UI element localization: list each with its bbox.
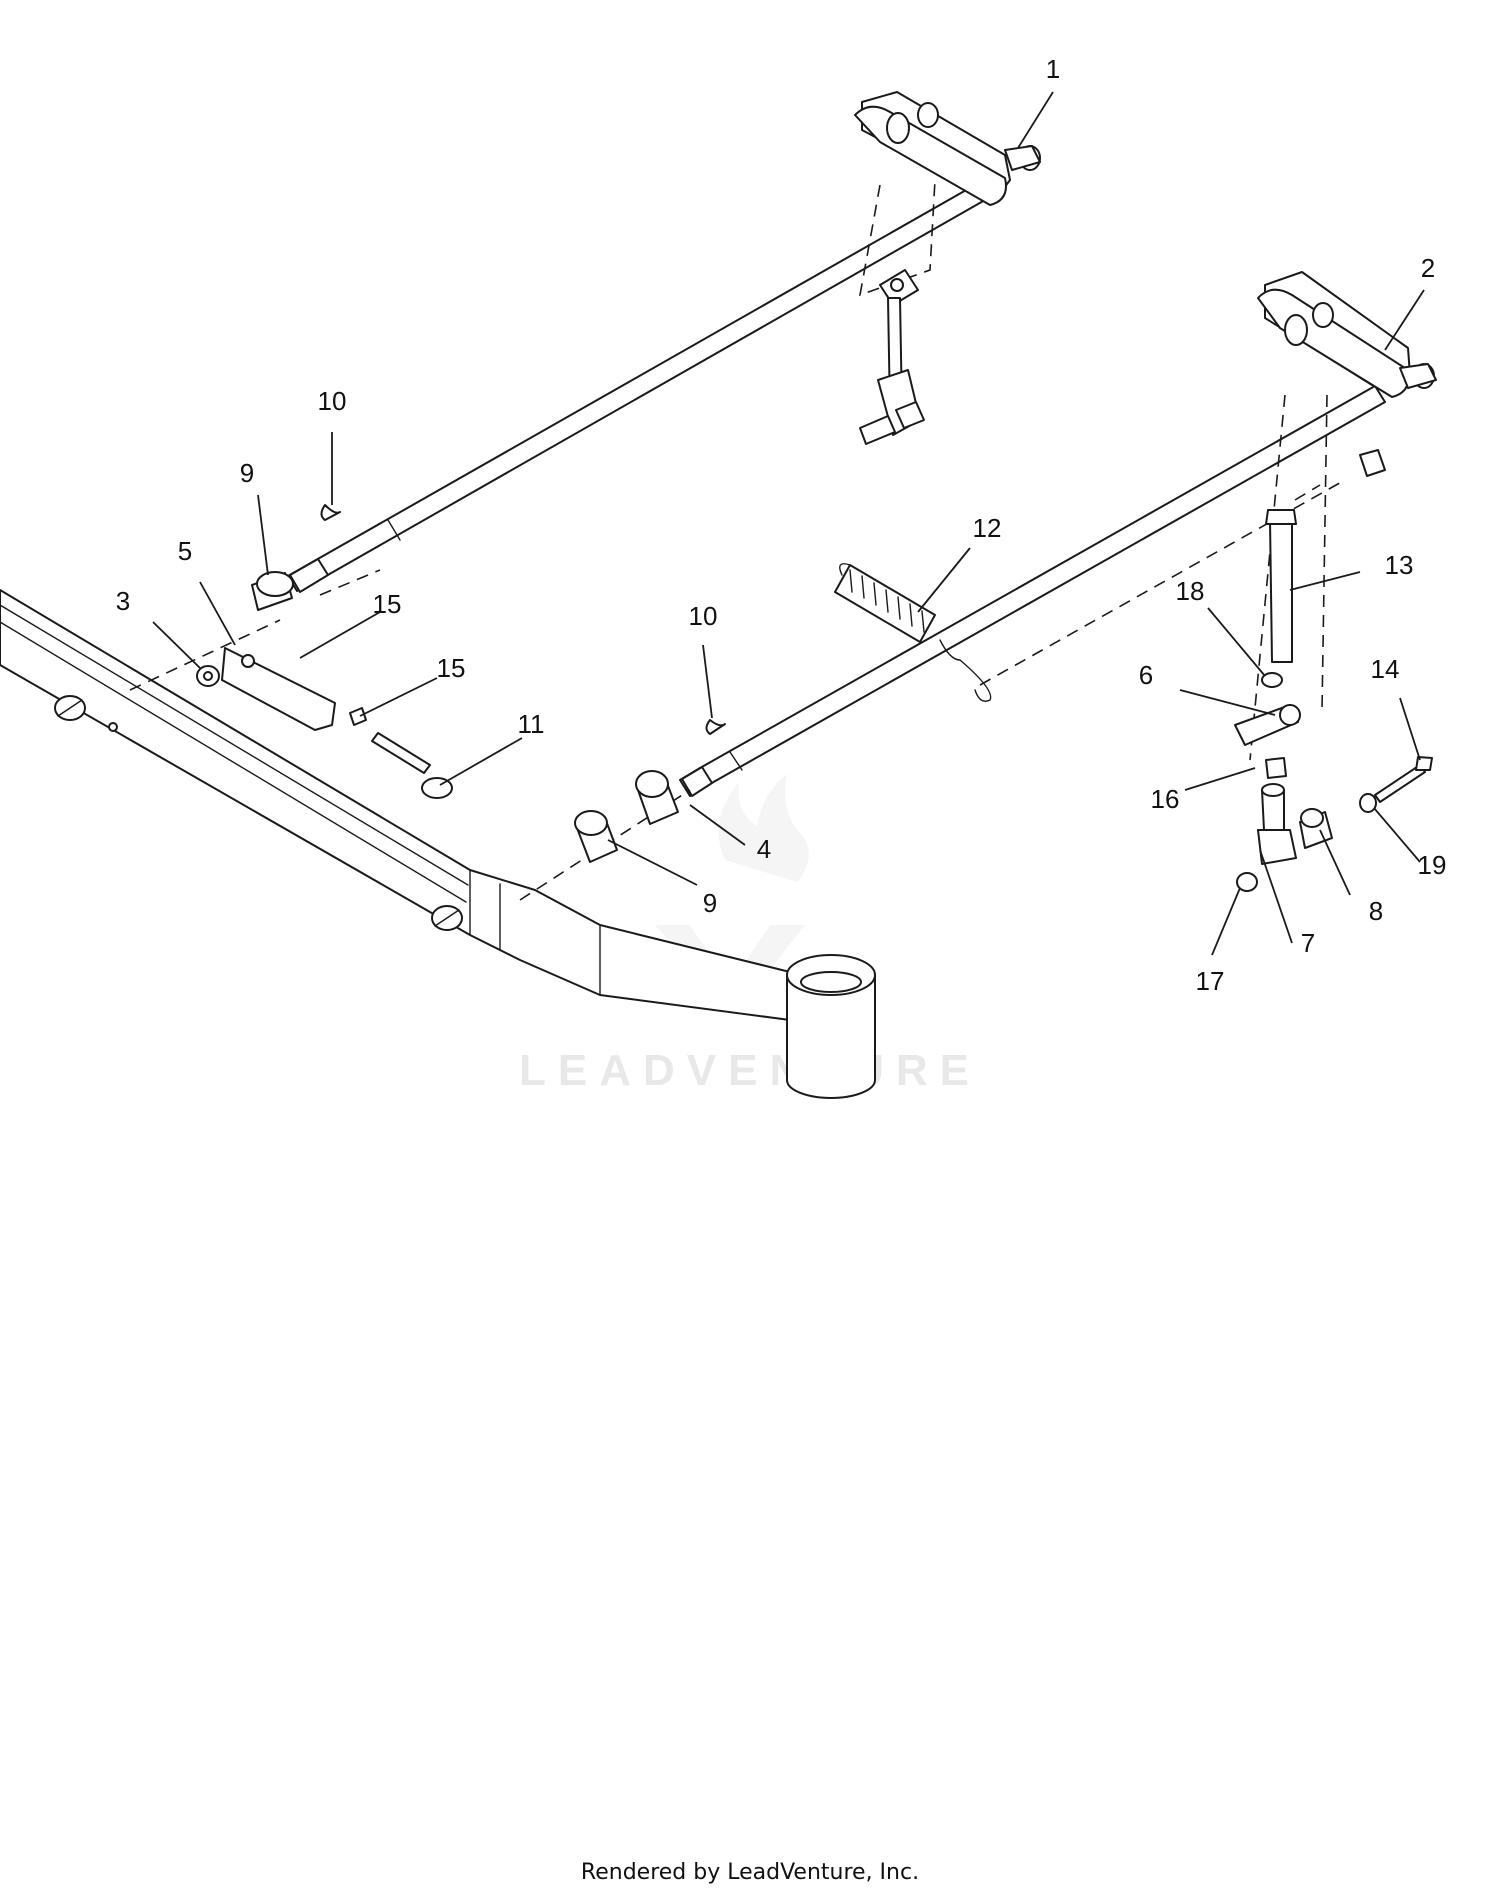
- right-small-parts: [1234, 509, 1433, 892]
- callout-19: 19: [1418, 850, 1447, 880]
- callout-15-upper: 15: [373, 589, 402, 619]
- callout-1: 1: [1046, 54, 1060, 84]
- callout-11: 11: [518, 709, 545, 739]
- callout-10-lower: 10: [689, 601, 718, 631]
- left-small-parts: [196, 504, 726, 799]
- callout-16: 16: [1151, 784, 1180, 814]
- callout-9-upper: 9: [240, 458, 254, 488]
- callout-7: 7: [1301, 928, 1315, 958]
- bushings: [574, 770, 679, 863]
- frame-bar: [0, 589, 876, 1099]
- callout-14: 14: [1371, 654, 1400, 684]
- spring: [834, 563, 992, 702]
- callout-13: 13: [1385, 550, 1414, 580]
- footer-credit: Rendered by LeadVenture, Inc.: [580, 1860, 920, 1885]
- callout-15-lower: 15: [437, 653, 466, 683]
- callout-5: 5: [178, 536, 192, 566]
- callout-17: 17: [1196, 966, 1225, 996]
- callout-9-lower: 9: [703, 888, 717, 918]
- callouts: 1 2 3 4 5 6 7 8 9 9 10 10 11 12 13 14 15…: [116, 54, 1447, 996]
- callout-4: 4: [757, 834, 771, 864]
- callout-18: 18: [1176, 576, 1205, 606]
- leader-lines: [152, 91, 1425, 956]
- lower-shaft-assembly: [129, 271, 1437, 901]
- upper-shaft-assembly: [287, 91, 1041, 593]
- callout-8: 8: [1369, 896, 1383, 926]
- callout-3: 3: [116, 586, 130, 616]
- watermark-text: LEADVENTURE: [519, 1046, 981, 1095]
- callout-6: 6: [1139, 660, 1153, 690]
- callout-10-upper: 10: [318, 386, 347, 416]
- callout-2: 2: [1421, 253, 1435, 283]
- callout-12: 12: [973, 513, 1002, 543]
